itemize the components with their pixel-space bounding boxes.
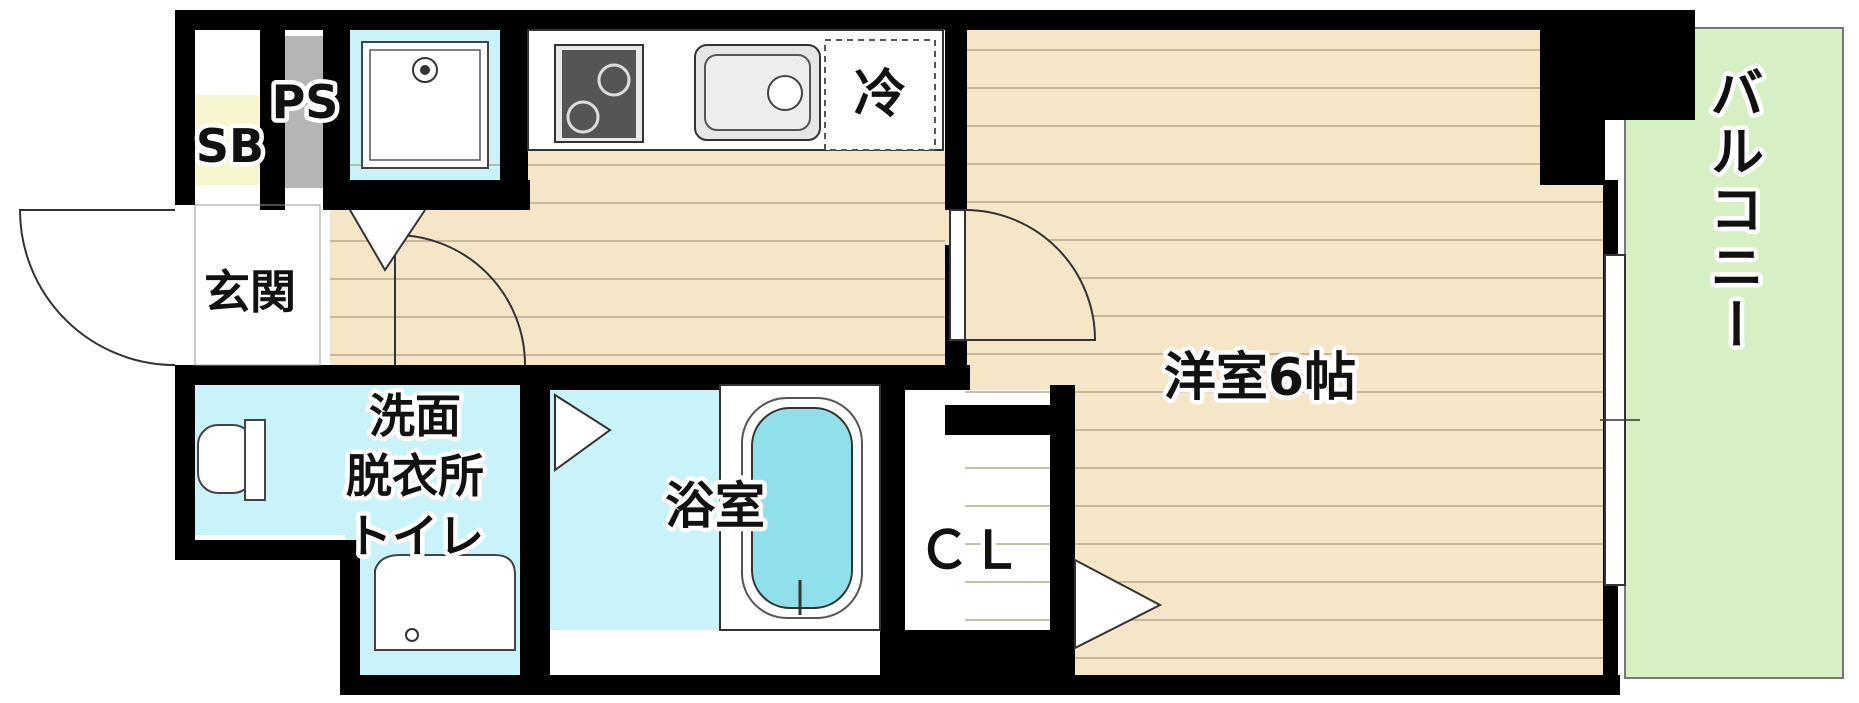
closet-floor [905, 390, 1055, 670]
washroom-label-line2: 脱衣所 [346, 449, 484, 503]
washroom-label-line1: 洗面 [369, 389, 461, 443]
entrance-door [18, 209, 176, 366]
bathroom-door [554, 393, 612, 472]
balcony-label: バルコニー [1701, 65, 1764, 355]
laundry-pan [361, 41, 489, 169]
bathroom-label: 浴室 [665, 477, 765, 535]
washroom-door [349, 209, 526, 366]
kitchen-sink [694, 44, 821, 141]
entrance-label: 玄関 [204, 265, 296, 319]
fridge-space [824, 39, 936, 151]
toilet [197, 419, 266, 501]
closet-door [1074, 558, 1163, 650]
balcony-area [1624, 27, 1844, 679]
closet-label: ＣＬ [918, 521, 1022, 581]
entrance-tread [194, 204, 321, 366]
washroom-label-line3: トイレ [346, 509, 484, 563]
bathtub [719, 384, 881, 631]
shoe-box-label: SB [196, 119, 264, 173]
pipe-space [283, 36, 323, 188]
fridge-label: 冷 [854, 65, 906, 125]
pipe-space-label: PS [272, 75, 339, 129]
shoe-box-cabinet [195, 95, 265, 185]
western-room-label: 洋室6帖 [1164, 348, 1356, 408]
entrance-floor [190, 205, 330, 365]
western-room-door [949, 209, 1097, 341]
stove [554, 44, 644, 143]
wash-basin [374, 554, 516, 651]
